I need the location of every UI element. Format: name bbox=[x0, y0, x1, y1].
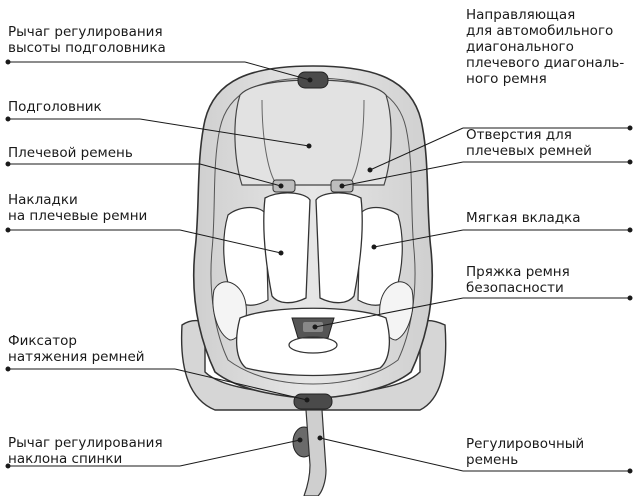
label-soft-insert: Мягкая вкладка bbox=[466, 210, 580, 226]
shoulder-pad-left bbox=[264, 193, 310, 303]
tension-lock-shape bbox=[294, 394, 332, 409]
label-shoulder-holes: Отверстия для плечевых ремней bbox=[466, 127, 592, 159]
label-buckle: Пряжка ремня безопасности bbox=[466, 264, 570, 296]
label-tension-lock: Фиксатор натяжения ремней bbox=[8, 333, 145, 365]
shoulder-hole-left bbox=[273, 180, 295, 192]
label-shoulder-belt: Плечевой ремень bbox=[8, 145, 133, 161]
label-headrest: Подголовник bbox=[8, 99, 102, 115]
label-recline-lever: Рычаг регулирования наклона спинки bbox=[8, 435, 163, 467]
label-shoulder-pads: Накладки на плечевые ремни bbox=[8, 192, 147, 224]
label-headrest-lever: Рычаг регулирования высоты подголовника bbox=[8, 24, 166, 56]
label-adjust-strap: Регулировочный ремень bbox=[466, 436, 584, 468]
headrest-lever-shape bbox=[298, 72, 328, 88]
label-belt-guide: Направляющая для автомобильного диагонал… bbox=[466, 7, 624, 87]
shoulder-pad-right bbox=[316, 193, 362, 303]
